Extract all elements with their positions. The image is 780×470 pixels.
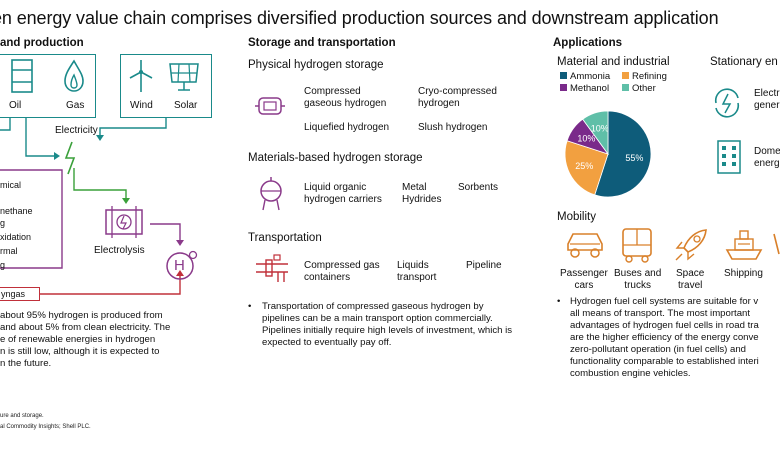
hydrogen-molecule-icon <box>166 250 198 280</box>
materials-storage-heading: Materials-based hydrogen storage <box>248 152 423 164</box>
aircraft-icon <box>773 233 780 255</box>
fossil-sources-box <box>0 54 96 118</box>
legend-swatch-ammonia <box>560 72 567 79</box>
legend-label-ammonia: Ammonia <box>570 71 611 82</box>
footnote-2: al Commodity Insights; Shell PLC. <box>0 424 91 430</box>
pie-label-methanol: 10% <box>577 133 595 143</box>
wind-label: Wind <box>130 100 153 111</box>
solar-label: Solar <box>174 100 198 111</box>
storage-tank-icon <box>260 177 282 211</box>
gas-label: Gas <box>66 100 85 111</box>
stationary-item-2: Dome energ <box>754 146 780 169</box>
storage-bullet: • Transportation of compressed gaseous h… <box>248 301 518 349</box>
storage-heading: Storage and transportation <box>248 37 396 49</box>
oil-barrel-icon <box>11 59 33 93</box>
mobility-item-cars: Passenger cars <box>560 268 608 291</box>
storage-compressed-gaseous: Compressed gaseous hydrogen <box>304 86 387 109</box>
mobility-item-buses: Buses and trucks <box>614 268 662 291</box>
hydrogen-symbol: H <box>174 257 185 274</box>
production-paragraph: about 95% hydrogen is produced from and … <box>0 310 171 369</box>
legend-label-methanol: Methanol <box>570 83 609 94</box>
pie-slice-other <box>582 110 609 156</box>
applications-heading: Applications <box>553 37 623 49</box>
process-item-6: g <box>0 260 6 270</box>
electrolysis-icon <box>105 206 143 238</box>
solar-panel-icon <box>169 63 199 91</box>
legend-label-refining: Refining <box>632 71 667 82</box>
transport-liquids: Liquids transport <box>397 260 437 283</box>
process-item-5: rmal <box>0 246 18 256</box>
transport-compressed-gas: Compressed gas containers <box>304 260 380 283</box>
electrolysis-label: Electrolysis <box>94 245 145 256</box>
car-icon <box>567 233 603 258</box>
production-heading: and production <box>0 37 84 49</box>
storage-slush: Slush hydrogen <box>418 122 488 133</box>
pie-slice-ammonia <box>594 110 652 198</box>
transport-pipeline: Pipeline <box>466 260 502 271</box>
transportation-heading: Transportation <box>248 232 322 244</box>
legend-swatch-methanol <box>560 84 567 91</box>
electricity-label: Electricity <box>55 125 98 136</box>
material-industrial-heading: Material and industrial <box>557 56 670 68</box>
mobility-item-shipping: Shipping <box>724 268 763 279</box>
syngas-label: yngas <box>1 289 26 299</box>
mobility-item-space: Space travel <box>676 268 705 291</box>
legend-label-other: Other <box>632 83 656 94</box>
footnote-1: ure and storage. <box>0 413 44 419</box>
physical-storage-heading: Physical hydrogen storage <box>248 59 384 71</box>
power-generation-icon <box>714 88 740 118</box>
gas-cylinder-icon <box>255 97 285 115</box>
production-flow-lines <box>0 118 184 295</box>
gas-flame-icon <box>64 59 84 92</box>
building-icon <box>717 140 741 174</box>
storage-metal-hydrides: Metal Hydrides <box>402 182 442 205</box>
process-item-1: mical <box>0 180 22 190</box>
legend-swatch-other <box>622 84 629 91</box>
storage-liquid-organic: Liquid organic hydrogen carriers <box>304 182 382 205</box>
pie-slices <box>564 110 652 198</box>
stationary-heading: Stationary en <box>710 56 778 68</box>
process-item-2: nethane <box>0 206 33 216</box>
page-title: en energy value chain comprises diversif… <box>0 8 719 28</box>
ship-icon <box>725 230 763 260</box>
storage-bullet-text: Transportation of compressed gaseous hyd… <box>262 301 513 348</box>
pie-label-ammonia: 55% <box>625 153 643 163</box>
renewable-sources-box <box>120 54 212 118</box>
process-item-3: g <box>0 218 6 228</box>
oil-label: Oil <box>9 100 22 111</box>
wind-turbine-icon <box>129 60 153 92</box>
legend-swatch-refining <box>622 72 629 79</box>
mobility-bullet: • Hydrogen fuel cell systems are suitabl… <box>557 296 780 380</box>
syngas-box <box>0 287 40 301</box>
mobility-heading: Mobility <box>557 211 596 223</box>
storage-liquefied: Liquefied hydrogen <box>304 122 390 133</box>
mobility-bullet-text: Hydrogen fuel cell systems are suitable … <box>570 296 759 379</box>
rocket-icon <box>675 229 707 261</box>
pie-labels: 55% 25% 10%10% <box>575 124 643 171</box>
storage-sorbents: Sorbents <box>458 182 499 193</box>
pie-slice-refining <box>564 140 609 196</box>
stationary-item-1: Electr gener <box>754 88 780 111</box>
pie-label-other: 10% <box>591 124 609 134</box>
pipeline-icon <box>256 254 288 282</box>
storage-cryo-compressed: Cryo-compressed hydrogen <box>418 86 497 109</box>
process-item-4: xidation <box>0 232 32 242</box>
bus-icon <box>622 228 652 263</box>
pie-label-refining: 25% <box>575 161 593 171</box>
